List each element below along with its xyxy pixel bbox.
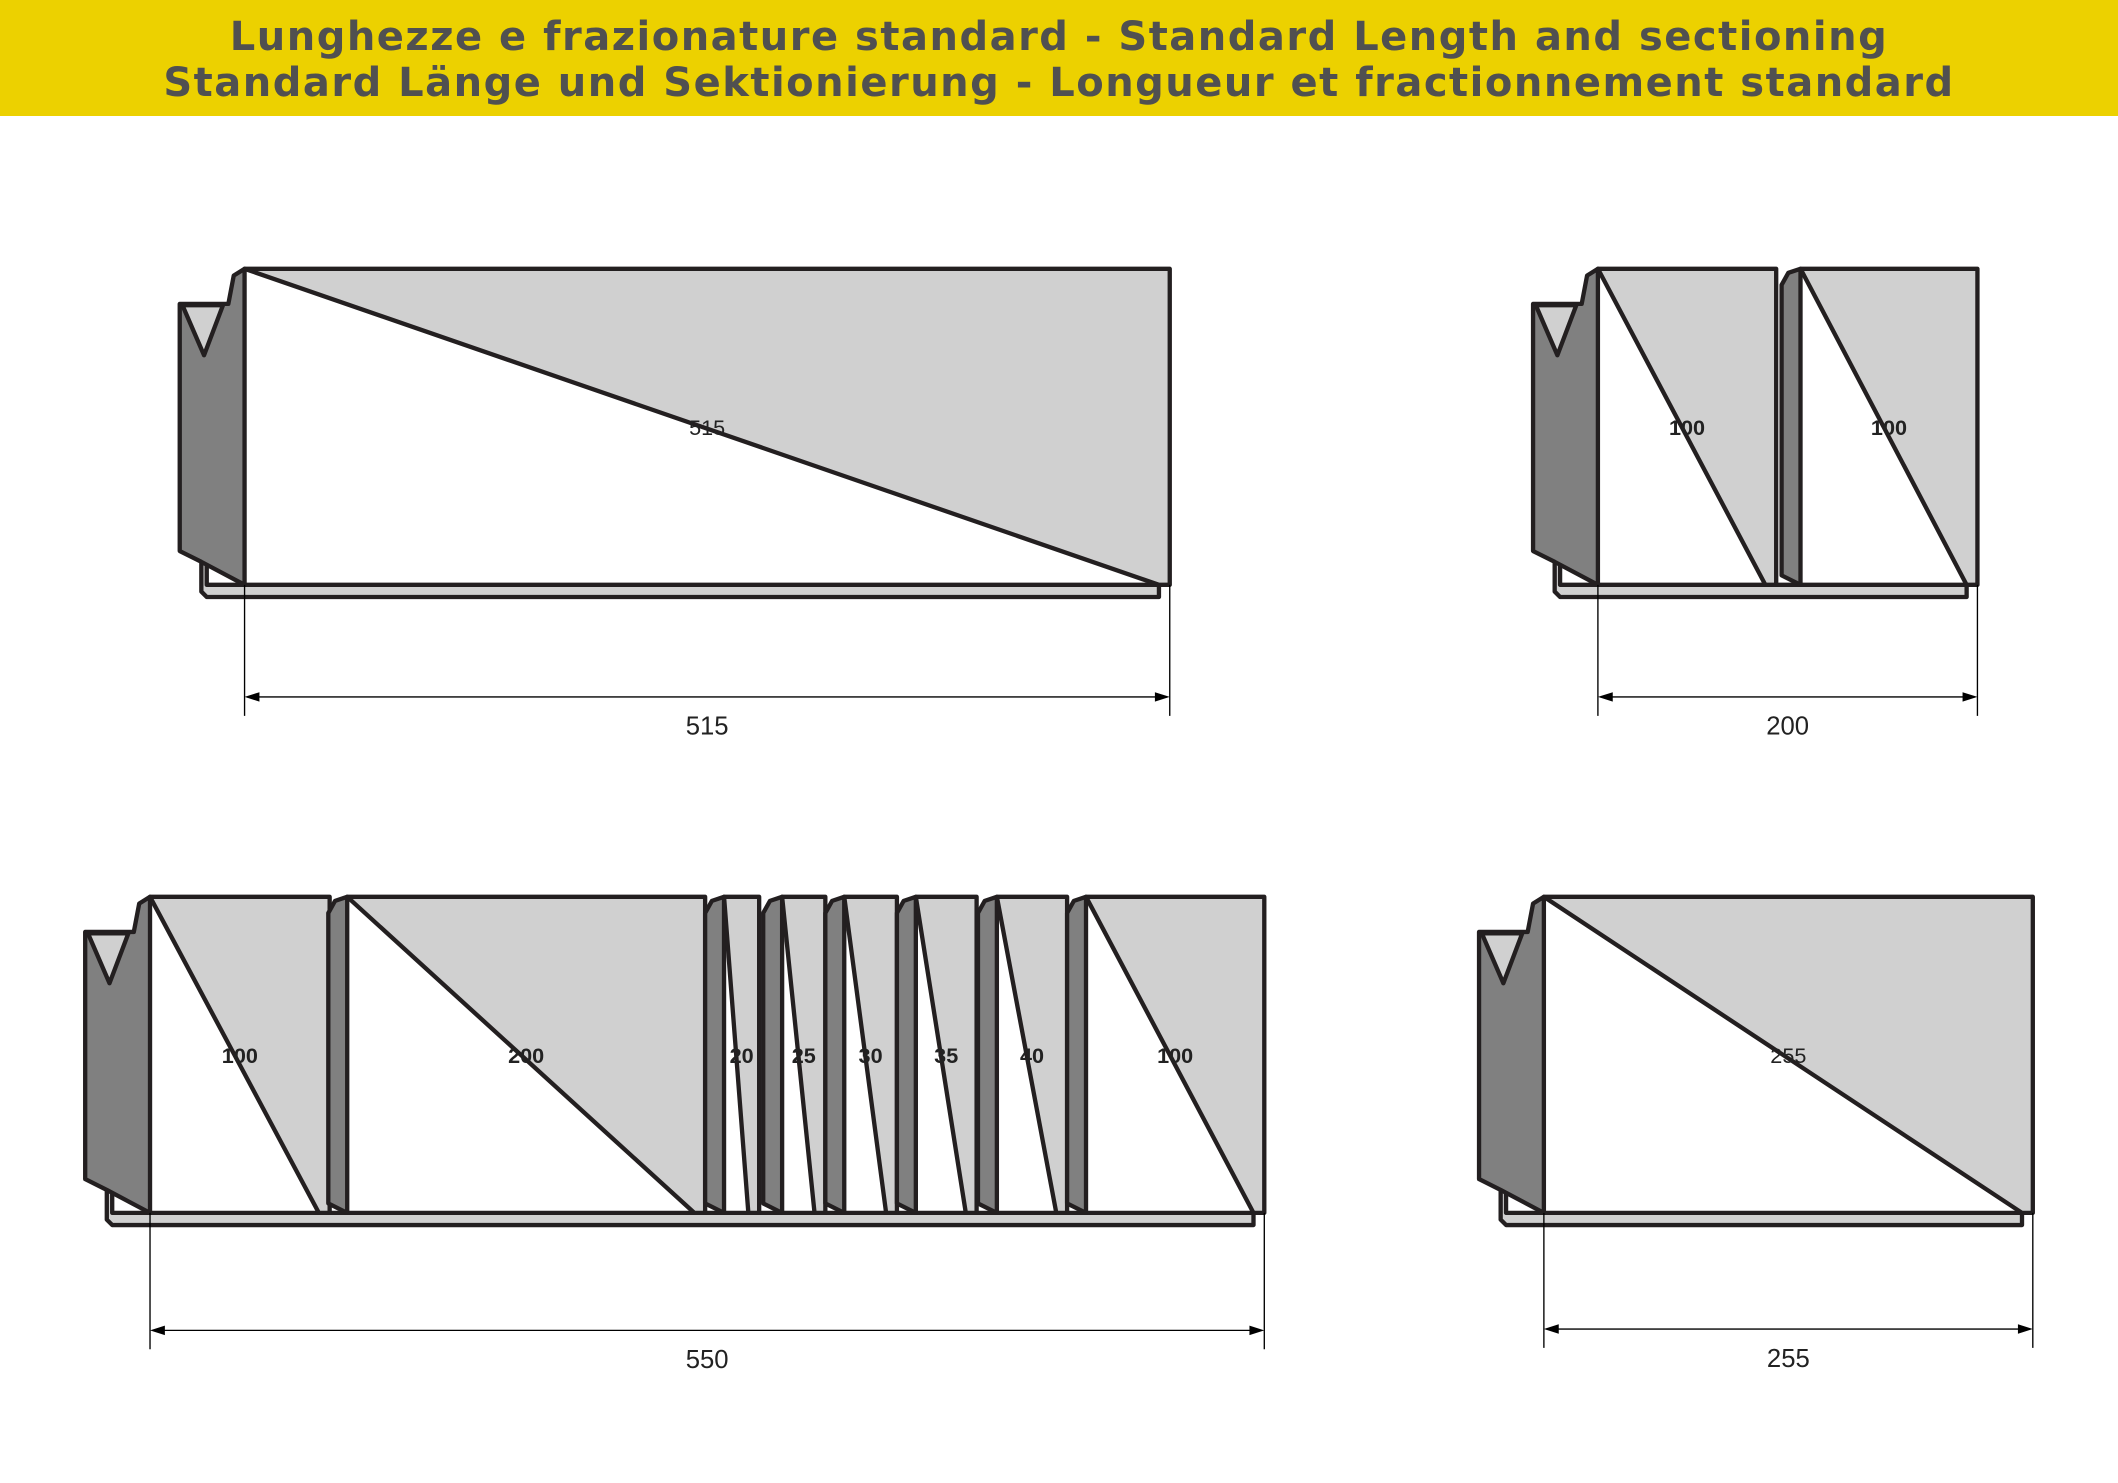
die-4: 255 255 (1476, 894, 2035, 1373)
segment-length-label: 40 (1020, 1043, 1044, 1068)
v-notch (1533, 303, 1579, 358)
segment-length-label: 255 (1770, 1043, 1806, 1068)
v-notch (1479, 931, 1525, 986)
segment-length-label: 35 (934, 1043, 958, 1068)
total-length-label: 255 (1767, 1345, 1810, 1373)
die-side-profile (83, 894, 153, 1216)
die-side-profile (177, 266, 247, 587)
die-3: 100 200 20 25 30 35 40 100 550 (83, 894, 1267, 1374)
segment-side (761, 894, 785, 1216)
die-side-profile (1530, 266, 1601, 587)
base-strip (199, 559, 1162, 600)
segment-length-label: 200 (508, 1043, 544, 1068)
arrow-left-icon (1543, 1324, 1559, 1334)
segment-length-label: 100 (1871, 415, 1907, 440)
segment-side (702, 894, 727, 1216)
arrow-right-icon (1249, 1325, 1265, 1336)
segment-side (975, 894, 1000, 1216)
arrow-right-icon (2017, 1324, 2033, 1334)
segment-face (994, 894, 1070, 1216)
arrow-left-icon (150, 1325, 165, 1336)
segment-length-label: 100 (222, 1043, 258, 1068)
title-line-2: Standard Länge und Sektionierung - Longu… (163, 60, 1955, 106)
title-line-1: Lunghezze e frazionature standard - Stan… (229, 14, 1889, 60)
die-2: 100 100 200 (1530, 266, 1980, 741)
total-length-label: 550 (686, 1346, 729, 1374)
segment-side (894, 894, 918, 1216)
arrow-left-icon (1597, 692, 1613, 702)
segment-length-label: 25 (792, 1043, 816, 1068)
v-notch (85, 931, 131, 986)
segment-length-label: 100 (1669, 415, 1705, 440)
total-length-label: 515 (686, 713, 729, 741)
v-notch (180, 303, 226, 358)
total-length-label: 200 (1766, 713, 1809, 741)
arrow-right-icon (1154, 692, 1170, 702)
arrow-left-icon (244, 692, 260, 702)
base-strip (1498, 1187, 2025, 1228)
die-side-profile (1476, 894, 1547, 1216)
segment-side (326, 894, 350, 1216)
die-1: 515 515 (177, 266, 1172, 741)
segment-length-label: 515 (689, 415, 725, 440)
title-banner: Lunghezze e frazionature standard - Stan… (0, 0, 2118, 116)
segment-length-label: 20 (730, 1043, 754, 1068)
arrow-right-icon (1962, 692, 1978, 702)
segment-side (1779, 266, 1803, 587)
segment-length-label: 30 (859, 1043, 883, 1068)
segment-length-label: 100 (1157, 1043, 1193, 1068)
segment-side (823, 894, 847, 1216)
segment-side (1064, 894, 1089, 1216)
